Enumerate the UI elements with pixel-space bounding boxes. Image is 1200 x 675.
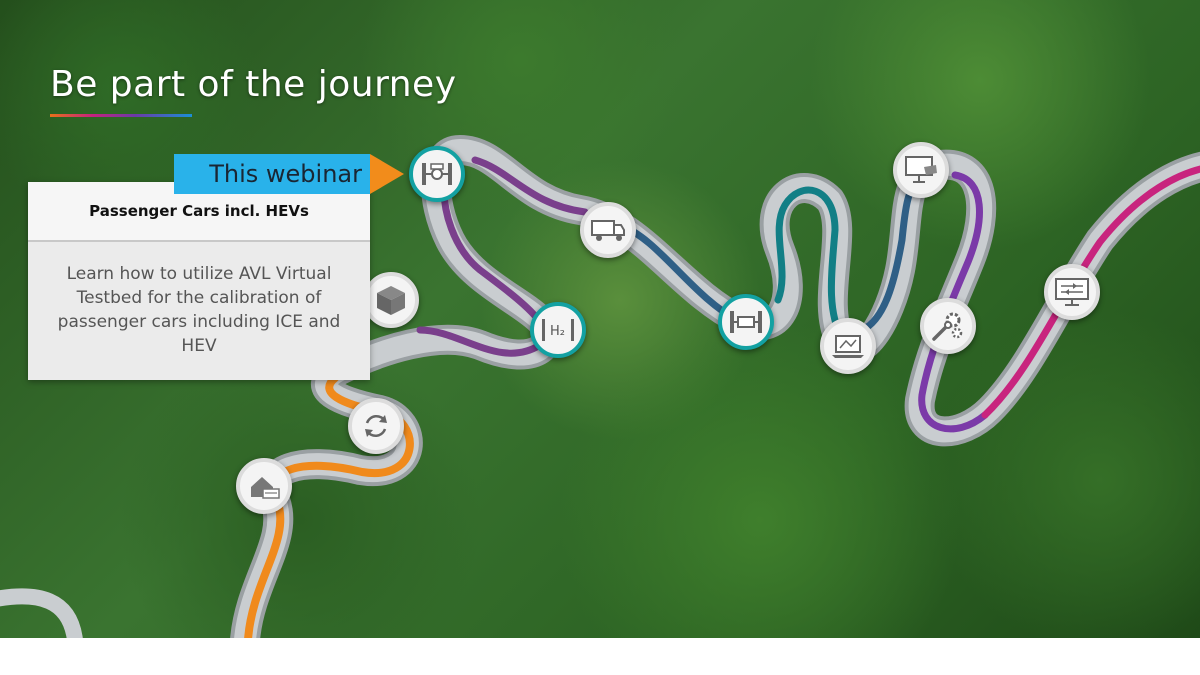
monitor-hand-icon[interactable] [893, 142, 949, 198]
truck-icon[interactable] [580, 202, 636, 258]
refresh-cycle-icon[interactable] [348, 398, 404, 454]
title-underline [50, 114, 192, 117]
info-card-body: Learn how to utilize AVL Virtual Testbed… [57, 264, 341, 356]
laptop-simulation-icon[interactable] [820, 318, 876, 374]
monitor-signals-icon[interactable] [1044, 264, 1100, 320]
slide-title: Be part of the journey [50, 64, 457, 105]
battery-electric-drivetrain-icon[interactable] [718, 294, 774, 350]
house-battery-icon[interactable] [236, 458, 292, 514]
hydrogen-fuelcell-icon[interactable]: H₂ [530, 302, 586, 358]
svg-text:H₂: H₂ [550, 324, 565, 339]
this-webinar-tag: This webinar [174, 154, 370, 194]
passenger-car-powertrain-icon[interactable] [409, 146, 465, 202]
box-3d-icon[interactable] [363, 272, 419, 328]
webinar-pointer-arrow-icon [370, 154, 404, 194]
info-card: Passenger Cars incl. HEVs Learn how to u… [28, 182, 370, 380]
gears-wrench-icon[interactable] [920, 298, 976, 354]
